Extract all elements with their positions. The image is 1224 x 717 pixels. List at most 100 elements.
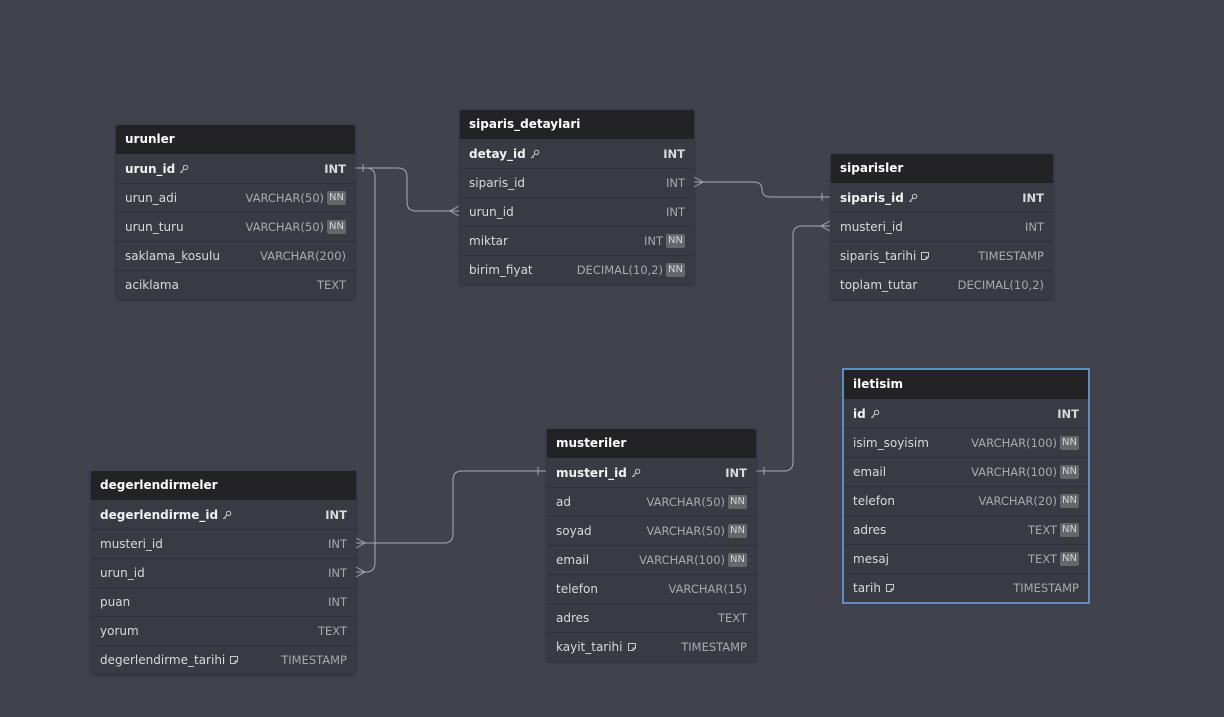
field-name: siparis_id (840, 190, 904, 205)
field-type: INT (1024, 220, 1044, 234)
field-name: adres (853, 523, 887, 537)
field-name: puan (100, 595, 131, 609)
table-header-siparisler[interactable]: siparisler (831, 154, 1053, 183)
field-type: INT (327, 537, 347, 551)
field-type: VARCHAR(100) (639, 553, 726, 567)
field-type: VARCHAR(50) (646, 524, 726, 538)
field-name: birim_fiyat (469, 263, 533, 277)
field-name: email (853, 465, 887, 479)
field-row-urun-turu[interactable]: urun_turu VARCHAR(50)NN (116, 212, 355, 241)
field-type: VARCHAR(20) (978, 494, 1058, 508)
not-null-badge: NN (327, 220, 346, 234)
field-name: musteri_id (556, 465, 627, 480)
field-type: TIMESTAMP (1013, 581, 1079, 595)
not-null-badge: NN (327, 191, 346, 205)
note-icon (627, 642, 637, 652)
field-name: isim_soyisim (853, 436, 929, 450)
field-type: INT (663, 146, 685, 161)
field-type: INT (644, 234, 664, 248)
key-icon (179, 164, 189, 174)
field-type: TEXT (1028, 552, 1058, 566)
field-row-email[interactable]: email VARCHAR(100)NN (547, 545, 756, 574)
field-type: TEXT (718, 611, 747, 625)
field-name: detay_id (469, 146, 526, 161)
field-name: degerlendirme_id (100, 507, 219, 522)
field-name: email (556, 553, 590, 567)
field-type: INT (665, 205, 685, 219)
table-header-degerlendirmeler[interactable]: degerlendirmeler (91, 471, 356, 500)
table-header-urunler[interactable]: urunler (116, 125, 355, 154)
table-header-iletisim[interactable]: iletisim (844, 370, 1088, 399)
not-null-badge: NN (1060, 465, 1079, 479)
table-header-siparis-detaylari[interactable]: siparis_detaylari (460, 110, 694, 139)
field-row-detay-id[interactable]: detay_id INT (460, 139, 694, 168)
relation-siparisler-siparis-detaylari[interactable] (693, 176, 830, 201)
field-type: VARCHAR(50) (646, 495, 726, 509)
field-name: adres (556, 611, 590, 625)
key-icon (530, 149, 540, 159)
field-name: siparis_tarihi (840, 249, 917, 263)
field-type: VARCHAR(100) (971, 465, 1058, 479)
field-name: mesaj (853, 552, 890, 566)
field-name: tarih (853, 581, 881, 595)
table-header-musteriler[interactable]: musteriler (547, 429, 756, 458)
relation-urunler-degerlendirmeler[interactable] (355, 167, 376, 578)
field-name: soyad (556, 524, 592, 538)
field-row-email[interactable]: email VARCHAR(100)NN (844, 457, 1088, 486)
relation-musteriler-siparisler[interactable] (756, 220, 831, 475)
field-row-adres[interactable]: adres TEXT (547, 603, 756, 632)
field-type: VARCHAR(50) (245, 191, 325, 205)
field-name: telefon (556, 582, 598, 596)
relation-urunler-siparis-detaylari[interactable] (355, 164, 460, 217)
key-icon (908, 193, 918, 203)
not-null-badge: NN (728, 553, 747, 567)
relation-musteriler-degerlendirmeler[interactable] (355, 467, 546, 549)
field-row-tarih[interactable]: tarih TIMESTAMP (844, 573, 1088, 602)
key-icon (631, 468, 641, 478)
field-name: aciklama (125, 278, 179, 292)
note-icon (920, 251, 930, 261)
field-name: id (853, 406, 866, 421)
field-name: urun_turu (125, 220, 184, 234)
field-type: VARCHAR(50) (245, 220, 325, 234)
